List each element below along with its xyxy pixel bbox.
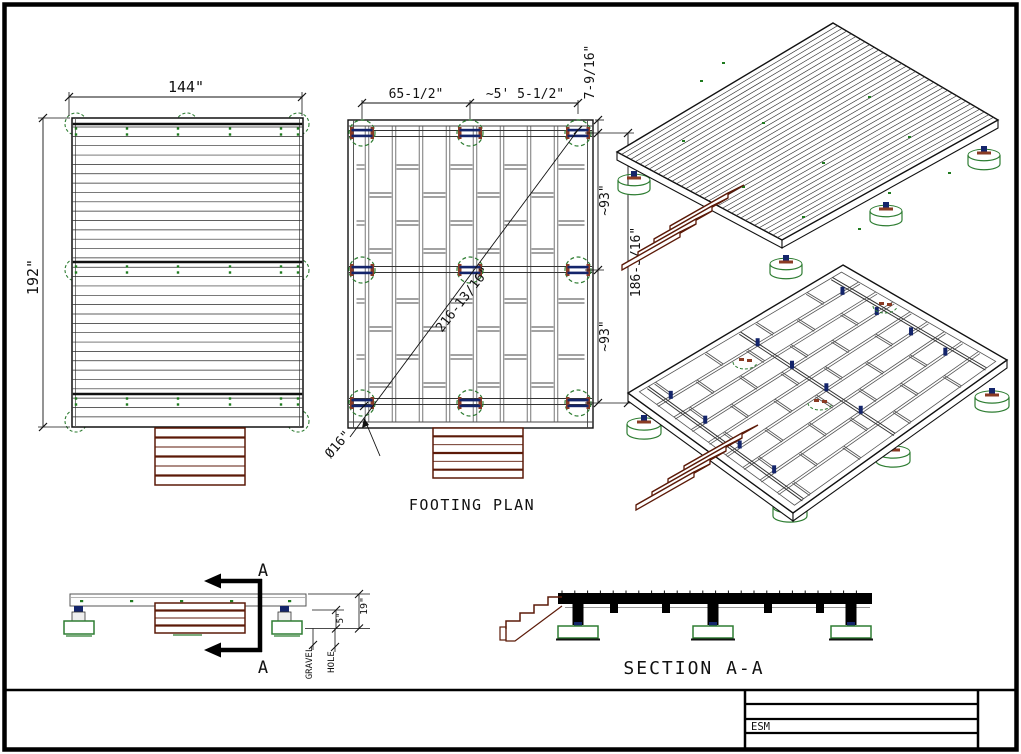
deck-plan-stairs <box>154 427 246 486</box>
footing-plan-view: 65-1/2" ~5' 5-1/2" 7-9/16" ~93" ~93" 186… <box>322 45 644 514</box>
iso-deck-footings <box>617 146 1001 280</box>
side-elevation-view: A A 19" 5" GRAVEL HOLE <box>63 561 370 680</box>
svg-text:5": 5" <box>336 613 346 624</box>
deck-fastener-dots <box>74 127 300 406</box>
section-cut-marker: A A <box>204 561 268 678</box>
svg-text:~93": ~93" <box>598 184 613 215</box>
svg-text:Ø16": Ø16" <box>322 428 354 461</box>
iso-deck-view <box>615 22 1001 280</box>
elevation-footing-left <box>63 606 95 637</box>
iso-decking-boards <box>621 25 994 238</box>
svg-text:65-1/2": 65-1/2" <box>389 87 444 102</box>
footing-plan-title: FOOTING PLAN <box>409 496 535 514</box>
iso-framing-hardware <box>668 286 948 474</box>
section-hanger-tabs <box>610 604 824 613</box>
dim-elevation: 19" 5" GRAVEL HOLE <box>305 589 370 680</box>
title-block: ESM <box>6 688 1015 748</box>
svg-text:HOLE: HOLE <box>327 651 337 673</box>
elevation-fastener-marks <box>80 600 292 603</box>
section-title: SECTION A-A <box>623 658 764 679</box>
svg-text:7-9/16": 7-9/16" <box>583 45 598 100</box>
iso-deck-fasteners <box>682 62 951 230</box>
blocking <box>356 164 585 388</box>
section-stair-profile <box>499 596 563 642</box>
svg-text:19": 19" <box>359 597 370 615</box>
iso-framing-footings <box>626 388 1010 523</box>
deck-surface <box>615 22 1000 241</box>
title-block-initials: ESM <box>751 721 770 733</box>
elevation-stairs <box>154 602 246 634</box>
section-marker-top: A <box>258 561 268 581</box>
dim-deck-width: 144" <box>64 78 307 116</box>
deck-plan-view: 144" 192" <box>24 78 310 486</box>
deck-outline <box>71 117 304 428</box>
section-joist-ticks <box>561 590 857 593</box>
footing-plan-stairs <box>432 427 524 479</box>
section-footings <box>556 604 873 641</box>
iso-deck-stairs <box>621 184 745 272</box>
decking-boards <box>72 122 303 418</box>
section-marker-bottom: A <box>258 658 268 678</box>
section-deck-band <box>558 593 872 604</box>
iso-framing-stairs <box>635 424 759 512</box>
svg-text:GRAVEL: GRAVEL <box>305 647 315 680</box>
svg-text:144": 144" <box>168 78 204 96</box>
svg-text:192": 192" <box>24 259 42 295</box>
svg-text:~93": ~93" <box>598 320 613 351</box>
elevation-footing-right <box>271 606 303 637</box>
dim-footing-rows: 7-9/16" ~93" ~93" 186-3/16" <box>583 45 644 408</box>
dim-deck-height: 192" <box>24 113 70 432</box>
section-view: SECTION A-A <box>499 590 873 679</box>
iso-framing-view <box>626 264 1010 523</box>
dim-footing-columns: 65-1/2" ~5' 5-1/2" <box>357 87 583 119</box>
svg-text:~5' 5-1/2": ~5' 5-1/2" <box>486 87 564 102</box>
